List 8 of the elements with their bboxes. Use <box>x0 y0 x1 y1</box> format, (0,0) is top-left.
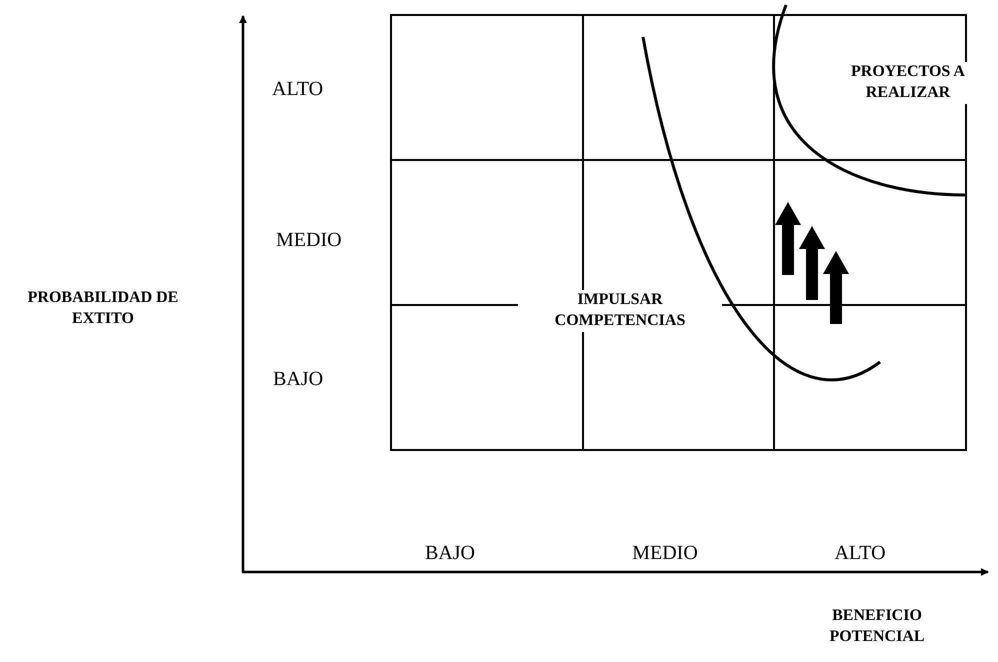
row-label: MEDIO <box>276 229 342 252</box>
row-label: ALTO <box>272 78 324 101</box>
column-label: ALTO <box>833 542 887 565</box>
zone-label: PROYECTOS A REALIZAR <box>848 62 968 104</box>
zone-label: IMPULSAR COMPETENCIAS <box>518 290 722 332</box>
column-label: MEDIO <box>631 542 699 565</box>
column-label: BAJO <box>424 542 476 565</box>
row-label: BAJO <box>273 368 324 391</box>
